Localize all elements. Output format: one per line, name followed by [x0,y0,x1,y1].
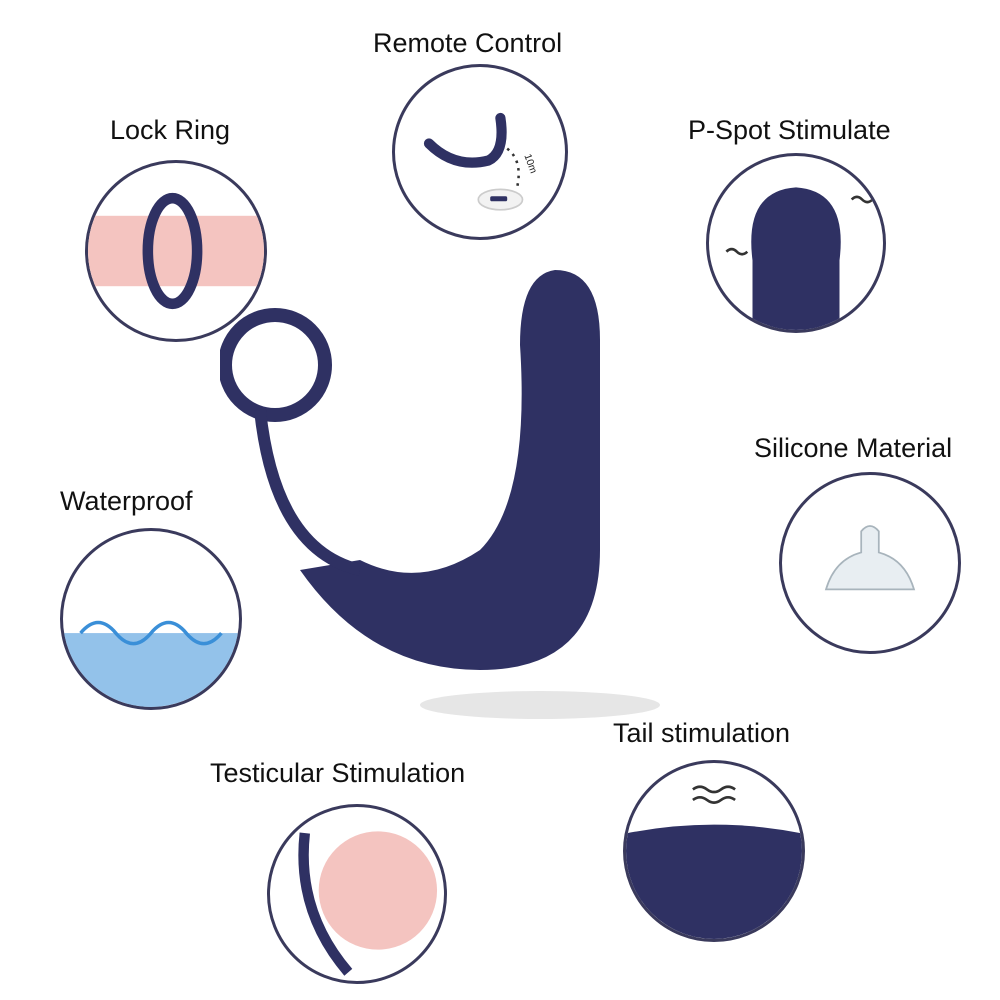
waterproof-label: Waterproof [60,486,193,516]
tail-circle [623,760,805,942]
silicone-label: Silicone Material [754,433,953,463]
silicone-circle [779,472,961,654]
remote-control-label: Remote Control [373,28,563,58]
p-spot-circle [706,153,886,333]
lock-ring-label: Lock Ring [110,115,231,145]
waterproof-circle [60,528,242,710]
lock-ring-circle [85,160,267,342]
testicular-circle [267,804,447,984]
p-spot-label: P-Spot Stimulate [688,115,891,145]
remote-control-circle: 10m [392,64,568,240]
product-silhouette [218,250,720,750]
tail-label: Tail stimulation [613,718,791,748]
testicular-label: Testicular Stimulation [210,758,466,788]
range-annotation: 10m [521,153,538,175]
